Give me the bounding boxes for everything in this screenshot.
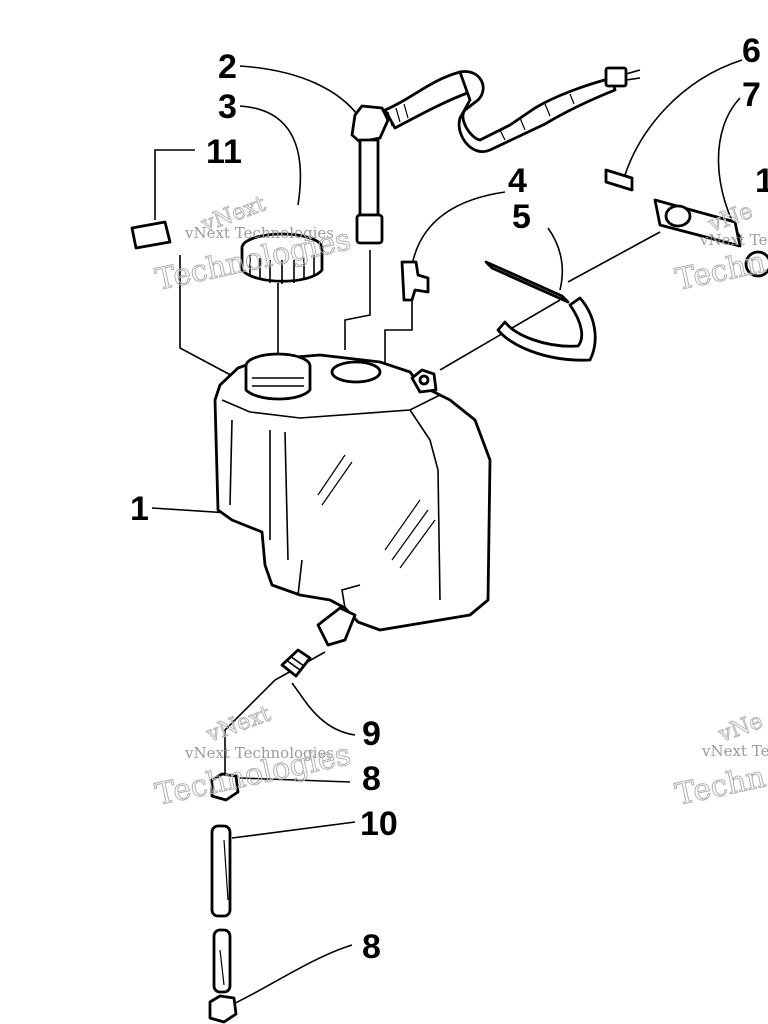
callout-3: 3 [218,88,237,126]
watermark-line2-right-top: Techn [672,245,768,298]
watermark-line1-top: vNext Technologies [184,224,334,242]
hose-clamp-lower[interactable] [208,994,238,1024]
oil-hose[interactable] [210,824,232,994]
mounting-bracket[interactable] [604,168,768,278]
watermark-line1-mid: vNext Technologies [184,744,334,762]
callout-8-lower: 8 [362,928,381,966]
callout-7: 7 [742,76,761,114]
callout-1: 1 [130,490,149,528]
watermark-line2-right-mid: Techn [672,760,768,813]
outlet-fitting[interactable] [280,648,312,678]
callout-10: 10 [360,805,398,843]
filler-cap[interactable] [240,232,324,284]
callout-8-upper: 8 [362,760,381,798]
vent-hose[interactable] [484,260,597,362]
callout-1-partial: 1 [755,162,768,200]
callout-5: 5 [512,198,531,236]
callout-6: 6 [742,32,761,70]
watermark-line1-right-top: vNext Tech [699,231,768,249]
callout-9: 9 [362,715,381,753]
decal[interactable] [130,220,172,250]
hose-clamp-upper[interactable] [210,772,240,802]
watermark-script-mid: vNext [203,702,275,748]
callout-4: 4 [508,162,527,200]
callout-labels: 1 2 3 4 5 6 7 8 8 9 10 11 1 [130,32,768,966]
callout-2: 2 [218,48,237,86]
oil-tank[interactable] [213,352,492,647]
callout-11: 11 [206,133,242,171]
elbow-fitting[interactable] [400,260,430,302]
vent-hose-assembly[interactable] [350,66,641,245]
watermark-line1-right-mid: vNext Tech [701,742,768,760]
